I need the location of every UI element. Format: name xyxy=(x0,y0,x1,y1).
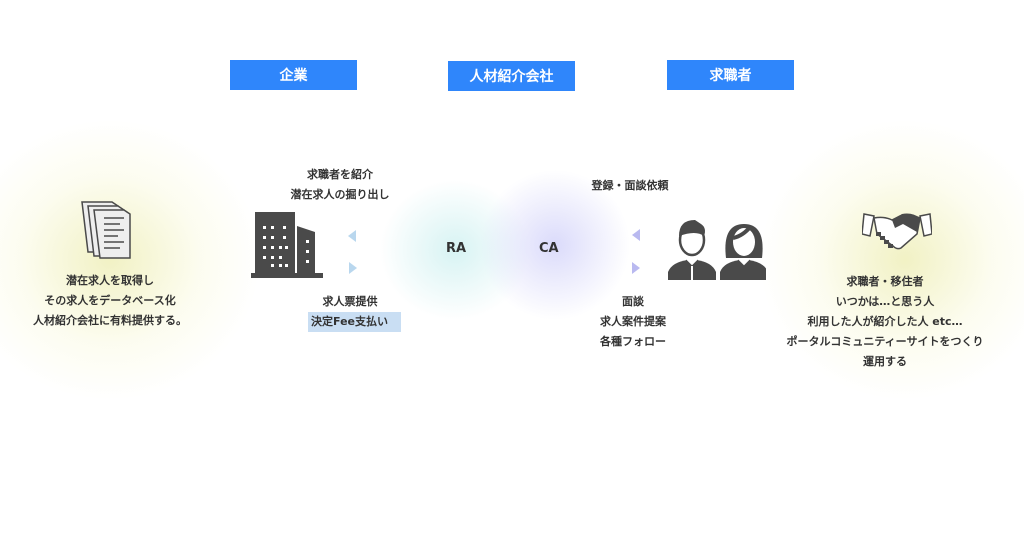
text-line: ポータルコミュニティーサイトをつくり xyxy=(786,335,984,348)
text-line: 人材紹介会社に有料提供する。 xyxy=(33,314,187,327)
left-description: 潜在求人を取得し その求人をデータベース化 人材紹介会社に有料提供する。 xyxy=(20,271,200,331)
building-icon xyxy=(251,212,323,278)
arrow-left-icon xyxy=(348,230,356,242)
text-line: その求人をデータベース化 xyxy=(44,294,176,307)
header-company: 企業 xyxy=(230,60,357,90)
text-line: 運用する xyxy=(863,355,907,368)
company-bottom-text: 求人票提供 決定Fee支払い xyxy=(300,292,401,332)
people-icon xyxy=(668,220,766,280)
seeker-bottom-text: 面談 求人案件提案 各種フォロー xyxy=(583,292,683,352)
text-line: 各種フォロー xyxy=(600,335,666,348)
header-seeker: 求職者 xyxy=(667,60,794,90)
text-line: 利用した人が紹介した人 etc… xyxy=(807,315,963,328)
arrow-left-icon xyxy=(632,229,640,241)
text-line: 潜在求人の掘り出し xyxy=(290,188,390,201)
glow xyxy=(760,120,1024,400)
ca-label: CA xyxy=(539,241,559,256)
documents-icon xyxy=(81,201,131,259)
seeker-top-text: 登録・面談依頼 xyxy=(591,179,669,192)
text-line: 求人票提供 xyxy=(322,295,378,308)
text-line: いつかは…と思う人 xyxy=(835,295,935,308)
text-line: 求職者を紹介 xyxy=(307,168,373,181)
header-agency: 人材紹介会社 xyxy=(448,61,575,91)
right-description: 求職者・移住者 いつかは…と思う人 利用した人が紹介した人 etc… ポータルコ… xyxy=(780,272,990,372)
text-line: 求人案件提案 xyxy=(600,315,666,328)
text-line: 求職者・移住者 xyxy=(846,275,924,288)
glow xyxy=(0,120,260,400)
ra-label: RA xyxy=(446,241,467,256)
handshake-icon xyxy=(862,213,932,250)
arrow-right-icon xyxy=(632,262,640,274)
arrow-right-icon xyxy=(349,262,357,274)
glow xyxy=(480,170,630,320)
company-top-text: 求職者を紹介 潜在求人の掘り出し xyxy=(280,165,400,205)
text-line: 面談 xyxy=(622,295,644,308)
highlight-text: 決定Fee支払い xyxy=(308,312,401,332)
text-line: 潜在求人を取得し xyxy=(66,274,154,287)
